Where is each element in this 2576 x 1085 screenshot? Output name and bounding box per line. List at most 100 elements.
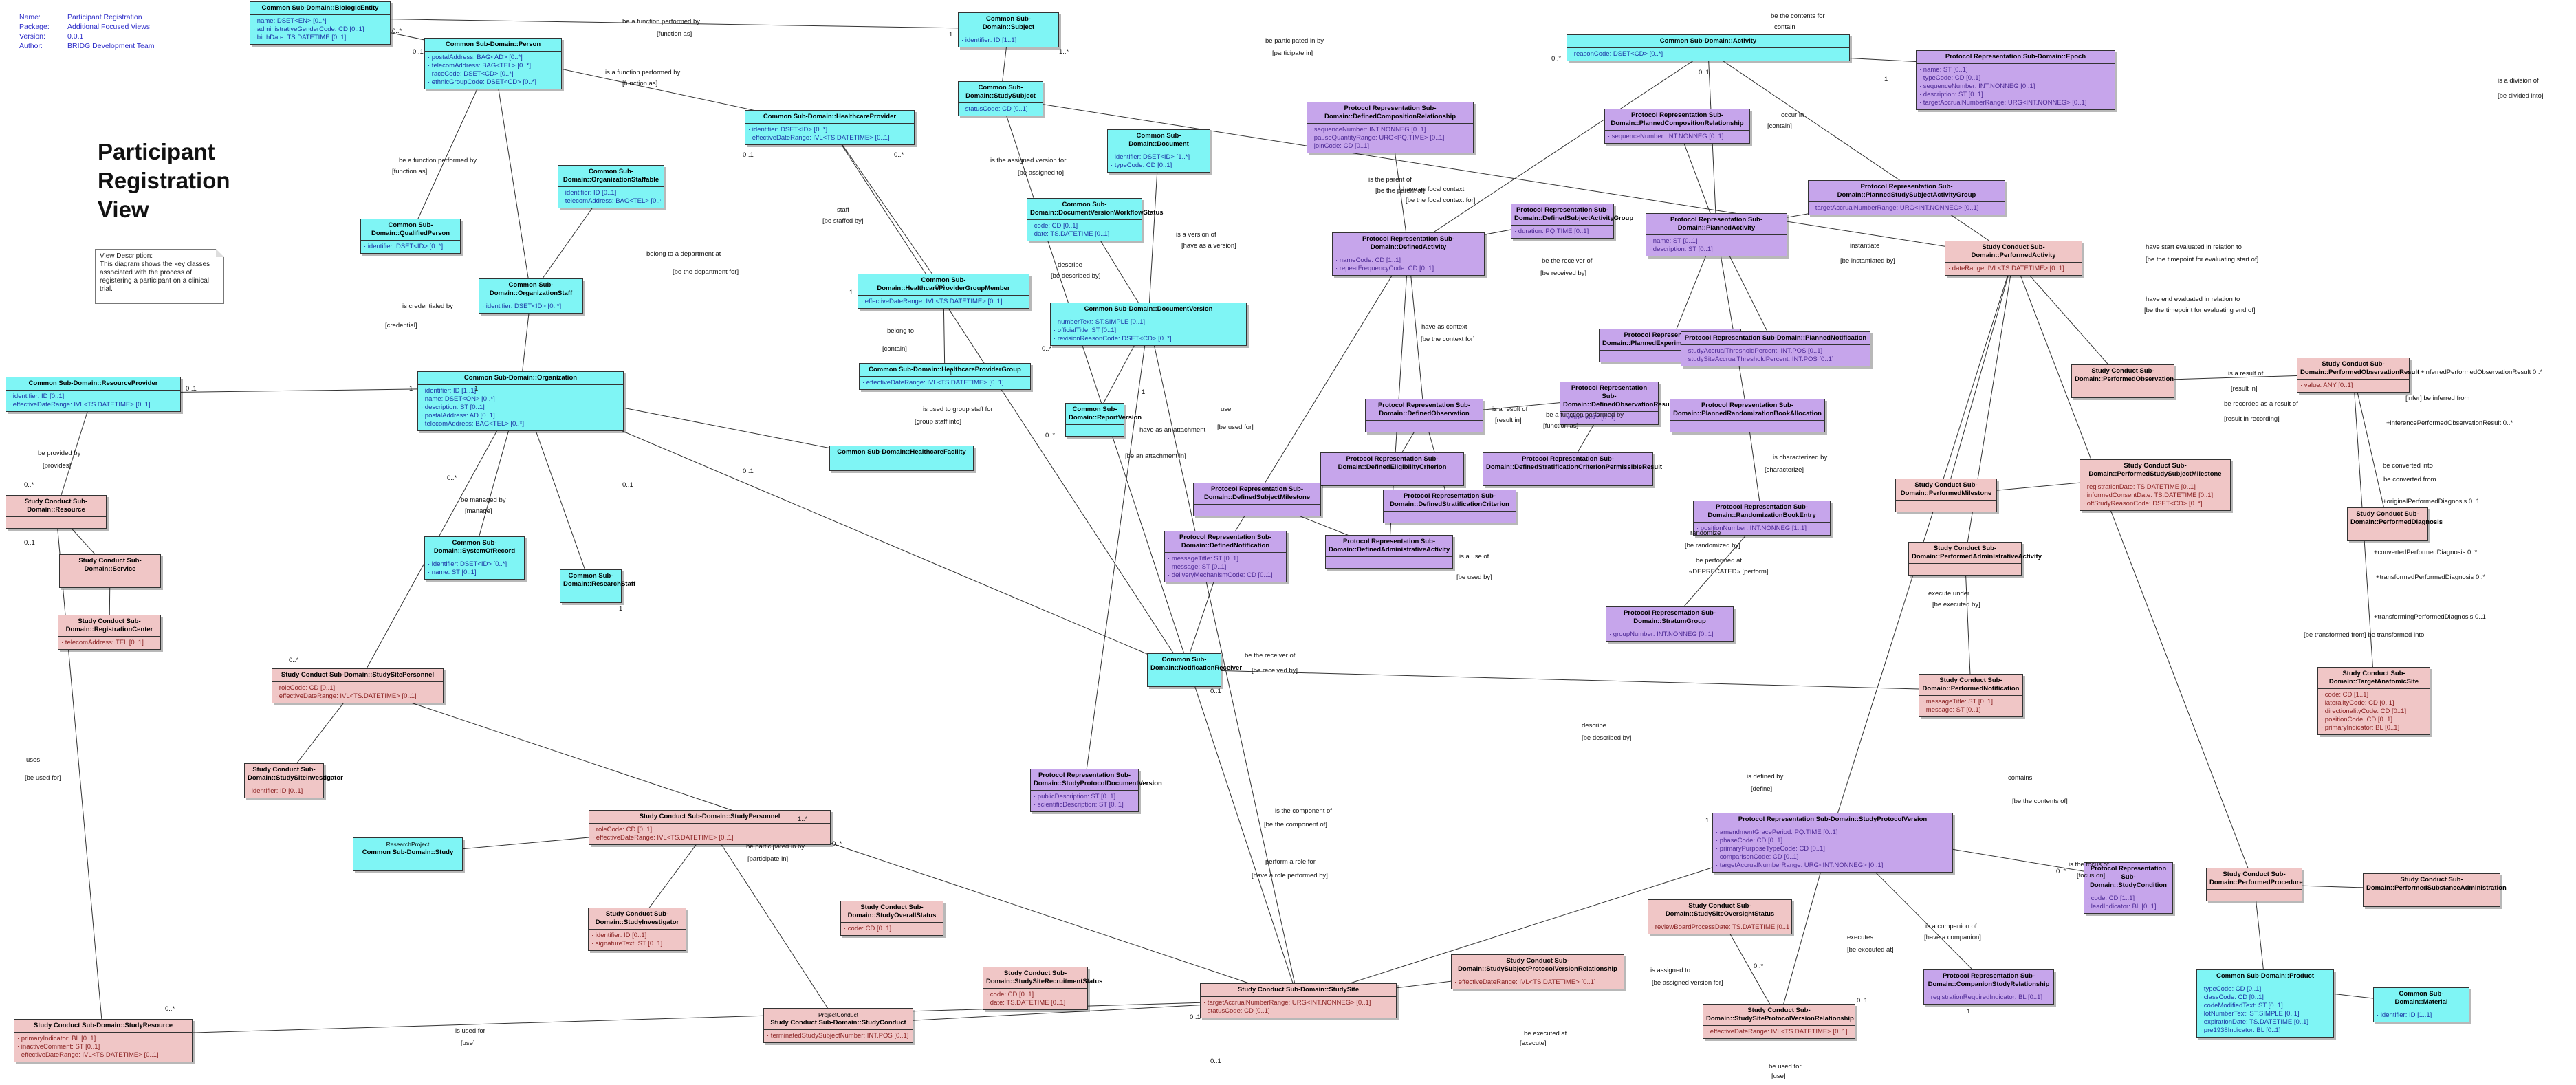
class-attribute: · identifier: ID [0..1] — [561, 189, 617, 197]
class-box-performedactivity[interactable]: Study Conduct Sub-Domain::PerformedActiv… — [1945, 241, 2082, 276]
class-box-product[interactable]: Common Sub-Domain::Product· typeCode: CD… — [2196, 969, 2334, 1038]
class-title: Protocol Representation Sub-Domain::Defi… — [1362, 235, 1455, 251]
class-attributes: · name: DSET<EN> [0..*]· administrativeG… — [250, 14, 390, 44]
class-title: Study Conduct Sub-Domain::PerformedAdmin… — [1912, 545, 2042, 560]
class-box-plannedstudysubjactgroup[interactable]: Protocol Representation Sub-Domain::Plan… — [1808, 180, 2005, 215]
class-box-studysiterecruitstatus[interactable]: Study Conduct Sub-Domain::StudySiteRecru… — [983, 967, 1102, 1010]
class-box-studypersonnel[interactable]: Study Conduct Sub-Domain::StudyPersonnel… — [589, 810, 831, 845]
class-attributes: · name: ST [0..1]· description: ST [0..1… — [1646, 234, 1787, 256]
class-box-resource[interactable]: Study Conduct Sub-Domain::Resource — [6, 495, 107, 529]
class-box-performedobsresult[interactable]: Study Conduct Sub-Domain::PerformedObser… — [2297, 358, 2419, 393]
class-box-epoch[interactable]: Protocol Representation Sub-Domain::Epoc… — [1916, 50, 2115, 110]
class-box-defobsresult[interactable]: Protocol Representation Sub-Domain::Defi… — [1560, 382, 1673, 425]
class-box-studycondition[interactable]: Protocol Representation Sub-Domain::Stud… — [2084, 862, 2173, 914]
class-box-qualifiedperson[interactable]: Common Sub-Domain::QualifiedPerson· iden… — [360, 219, 461, 254]
class-attribute: · lateralityCode: CD [0..1] — [2321, 699, 2394, 707]
class-box-studysubject[interactable]: Common Sub-Domain::StudySubject· statusC… — [958, 81, 1043, 116]
class-box-randbookentry[interactable]: Protocol Representation Sub-Domain::Rand… — [1693, 501, 1831, 536]
class-name: Study Conduct Sub-Domain::Resource — [6, 496, 106, 516]
class-attributes — [1896, 500, 1996, 512]
class-box-activity[interactable]: Common Sub-Domain::Activity· reasonCode:… — [1567, 34, 1850, 61]
class-box-targetanatomicsite[interactable]: Study Conduct Sub-Domain::TargetAnatomic… — [2317, 667, 2430, 735]
class-name: Study Conduct Sub-Domain::PerformedObser… — [2072, 365, 2174, 386]
class-title: Study Conduct Sub-Domain::PerformedNotif… — [1922, 677, 2020, 692]
class-box-biologic[interactable]: Common Sub-Domain::BiologicEntity· name:… — [250, 1, 391, 45]
class-name: Study Conduct Sub-Domain::StudySubjectPr… — [1452, 955, 1624, 976]
class-box-studyresource[interactable]: Study Conduct Sub-Domain::StudyResource·… — [14, 1019, 193, 1062]
association-label: describe — [1582, 722, 1606, 730]
class-box-defstratpermres[interactable]: Protocol Representation Sub-Domain::Defi… — [1483, 452, 1662, 486]
class-box-reportversion[interactable]: Common Sub-Domain::ReportVersion — [1065, 403, 1142, 437]
class-attributes — [60, 576, 160, 587]
class-box-hcpgroup[interactable]: Common Sub-Domain::HealthcareProviderGro… — [859, 363, 1031, 390]
class-box-defsubjactgroup[interactable]: Protocol Representation Sub-Domain::Defi… — [1511, 204, 1633, 239]
class-box-systemofrecord[interactable]: Common Sub-Domain::SystemOfRecord· ident… — [424, 536, 525, 580]
association-line — [1183, 669, 1972, 691]
class-box-plannednotif[interactable]: Protocol Representation Sub-Domain::Plan… — [1681, 331, 1870, 366]
class-box-studysubjprotversionrel[interactable]: Study Conduct Sub-Domain::StudySubjectPr… — [1451, 954, 1624, 989]
class-attribute: · ethnicGroupCode: DSET<CD> [0..*] — [428, 78, 536, 86]
class-box-defeligcrit[interactable]: Protocol Representation Sub-Domain::Defi… — [1320, 452, 1464, 486]
class-box-studysiteprotversionrel[interactable]: Study Conduct Sub-Domain::StudySiteProto… — [1703, 1004, 1855, 1039]
class-box-studysiteoversightstatus[interactable]: Study Conduct Sub-Domain::StudySiteOvers… — [1648, 899, 1792, 934]
association-label: +transformingPerformedDiagnosis 0..1 — [2374, 613, 2486, 621]
class-box-orgstaff[interactable]: Common Sub-Domain::OrganizationStaff· id… — [479, 278, 583, 314]
class-attributes: · statusCode: CD [0..1] — [959, 102, 1043, 116]
class-attributes: · effectiveDateRange: IVL<TS.DATETIME> [… — [858, 295, 1029, 308]
class-box-document[interactable]: Common Sub-Domain::Document· identifier:… — [1107, 129, 1210, 173]
class-box-studyprotdocversion[interactable]: Protocol Representation Sub-Domain::Stud… — [1030, 769, 1162, 812]
class-box-performedsubjmilestone[interactable]: Study Conduct Sub-Domain::PerformedStudy… — [2080, 459, 2231, 511]
class-box-service[interactable]: Study Conduct Sub-Domain::Service — [59, 554, 161, 588]
association-label: be the receiver of — [1542, 257, 1593, 265]
class-title: Common Sub-Domain::NotificationReceiver — [1150, 656, 1243, 672]
class-box-plannedactivity[interactable]: Protocol Representation Sub-Domain::Plan… — [1646, 213, 1787, 256]
class-box-defsubjmilestone[interactable]: Protocol Representation Sub-Domain::Defi… — [1193, 483, 1321, 516]
class-attribute: · effectiveDateRange: IVL<TS.DATETIME> [… — [17, 1051, 159, 1059]
class-box-studyoverallstatus[interactable]: Study Conduct Sub-Domain::StudyOverallSt… — [840, 901, 943, 936]
class-box-performedsubstadmin[interactable]: Study Conduct Sub-Domain::PerformedSubst… — [2363, 873, 2507, 907]
class-box-docversion[interactable]: Common Sub-Domain::DocumentVersion· numb… — [1050, 303, 1247, 346]
class-box-studysite[interactable]: Study Conduct Sub-Domain::StudySite· tar… — [1200, 983, 1397, 1018]
class-box-regcenter[interactable]: Study Conduct Sub-Domain::RegistrationCe… — [58, 615, 161, 650]
class-box-studysitepersonnel[interactable]: Study Conduct Sub-Domain::StudySitePerso… — [272, 668, 444, 703]
class-box-performedobservation[interactable]: Study Conduct Sub-Domain::PerformedObser… — [2071, 364, 2174, 398]
class-box-stratumgroup[interactable]: Protocol Representation Sub-Domain::Stra… — [1606, 606, 1734, 642]
class-box-orgstaffable[interactable]: Common Sub-Domain::OrganizationStaffable… — [558, 165, 664, 208]
class-box-material[interactable]: Common Sub-Domain::Material· identifier:… — [2373, 987, 2469, 1022]
class-box-defobservation[interactable]: Protocol Representation Sub-Domain::Defi… — [1365, 399, 1483, 432]
class-box-defcomprel[interactable]: Protocol Representation Sub-Domain::Defi… — [1307, 102, 1474, 153]
class-box-performedadminact[interactable]: Study Conduct Sub-Domain::PerformedAdmin… — [1908, 542, 2042, 576]
class-box-defnotification[interactable]: Protocol Representation Sub-Domain::Defi… — [1164, 531, 1287, 582]
class-box-person[interactable]: Common Sub-Domain::Person· postalAddress… — [424, 38, 562, 89]
class-attribute: · studySiteAccrualThresholdPercent: INT.… — [1684, 355, 1834, 363]
association-label: describe — [1058, 261, 1082, 269]
class-box-performeddiagnosis[interactable]: Study Conduct Sub-Domain::PerformedDiagn… — [2347, 507, 2443, 541]
class-box-defadminact[interactable]: Protocol Representation Sub-Domain::Defi… — [1325, 535, 1453, 569]
class-box-docworkflow[interactable]: Common Sub-Domain::DocumentVersionWorkfl… — [1027, 198, 1164, 241]
multiplicity-label: 0..* — [1045, 432, 1056, 439]
class-box-studyinvestigator[interactable]: Study Conduct Sub-Domain::StudyInvestiga… — [588, 908, 686, 951]
class-title: Protocol Representation Sub-Domain::Epoc… — [1945, 53, 2086, 61]
class-box-definedactivity[interactable]: Protocol Representation Sub-Domain::Defi… — [1332, 232, 1485, 276]
class-box-hcfacility[interactable]: Common Sub-Domain::HealthcareFacility — [829, 446, 974, 471]
class-box-plancomprel[interactable]: Protocol Representation Sub-Domain::Plan… — [1604, 109, 1750, 144]
class-attribute: · primaryPurposeTypeCode: CD [0..1] — [1716, 845, 1825, 853]
class-box-notifreceiver[interactable]: Common Sub-Domain::NotificationReceiver — [1147, 653, 1243, 687]
class-box-hcprovider[interactable]: Common Sub-Domain::HealthcareProvider· i… — [745, 110, 915, 145]
class-attribute: · identifier: ID [0..1] — [248, 787, 303, 795]
class-box-studysiteinvestigator[interactable]: Study Conduct Sub-Domain::StudySiteInves… — [244, 763, 343, 798]
class-box-organization[interactable]: Common Sub-Domain::Organization· identif… — [417, 371, 624, 431]
class-box-performedmilestone[interactable]: Study Conduct Sub-Domain::PerformedMiles… — [1895, 479, 1997, 512]
class-box-researchstaff[interactable]: Common Sub-Domain::ResearchStaff — [560, 569, 635, 603]
class-box-studyprotversion[interactable]: Protocol Representation Sub-Domain::Stud… — [1712, 813, 1953, 873]
class-box-defstratcrit[interactable]: Protocol Representation Sub-Domain::Defi… — [1383, 490, 1516, 523]
class-box-performedprocedure[interactable]: Study Conduct Sub-Domain::PerformedProce… — [2206, 868, 2303, 901]
class-box-performednotification[interactable]: Study Conduct Sub-Domain::PerformedNotif… — [1919, 674, 2023, 717]
class-box-hcpgroupmember[interactable]: Common Sub-Domain::HealthcareProviderGro… — [858, 274, 1029, 309]
class-box-companionstudyrel[interactable]: Protocol Representation Sub-Domain::Comp… — [1923, 969, 2054, 1005]
class-box-plannedrandalloc[interactable]: Protocol Representation Sub-Domain::Plan… — [1670, 399, 1825, 432]
class-box-resourceprovider[interactable]: Common Sub-Domain::ResourceProvider· ide… — [6, 377, 181, 412]
class-box-subject[interactable]: Common Sub-Domain::Subject· identifier: … — [958, 12, 1059, 47]
